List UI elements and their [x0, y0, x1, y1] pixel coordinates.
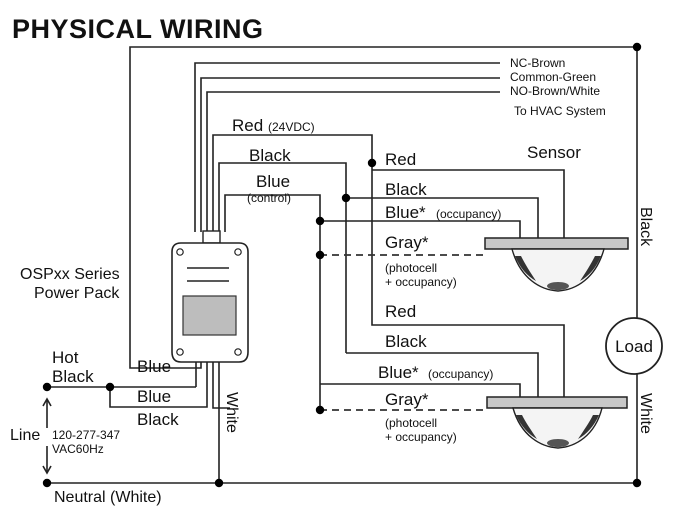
sensor2-gray-label: Gray* — [385, 390, 429, 409]
hvac-no-label: NO-Brown/White — [510, 84, 600, 98]
sensor2-red-label: Red — [385, 302, 416, 321]
pack-black-label: Black — [249, 146, 291, 165]
sensor1-black-label: Black — [385, 180, 427, 199]
sensor2-device — [486, 396, 628, 449]
pack-blue-label: Blue — [256, 172, 290, 191]
sensor1-wires — [320, 169, 565, 256]
supply-blue1-label: Blue — [137, 357, 171, 376]
supply-wires — [42, 46, 638, 484]
load-label: Load — [615, 337, 653, 356]
supply-blue2-label: Blue — [137, 387, 171, 406]
sensor2-black-label: Black — [385, 332, 427, 351]
sensor2-blue-note: (occupancy) — [428, 367, 493, 381]
load-white-label: White — [637, 393, 654, 434]
hvac-to-label: To HVAC System — [514, 104, 606, 118]
pack-output-wires — [212, 134, 373, 232]
supply-hot-label: Hot — [52, 348, 79, 367]
pack-blue-note: (control) — [247, 191, 291, 205]
load-black-label: Black — [637, 207, 654, 247]
power-pack-name-line1: OSPxx Series — [20, 266, 120, 283]
supply-black-label: Black — [137, 410, 179, 429]
supply-neutral-label: Neutral (White) — [54, 489, 162, 506]
hvac-nc-label: NC-Brown — [510, 56, 565, 70]
sensor-label: Sensor — [527, 143, 581, 162]
sensor1-gray-note1: (photocell — [385, 261, 437, 275]
power-pack — [171, 230, 249, 363]
sensor1-blue-label: Blue* — [385, 203, 426, 222]
sensor1-gray-note2: + occupancy) — [385, 275, 457, 289]
sensor2-gray-note1: (photocell — [385, 416, 437, 430]
sensor1-device — [484, 237, 629, 292]
supply-voltage-line1: 120-277-347 — [52, 428, 120, 442]
supply-white-label: White — [223, 392, 240, 433]
supply-hot-black-label: Black — [52, 367, 94, 386]
sensor1-red-label: Red — [385, 150, 416, 169]
supply-voltage-line2: VAC60Hz — [52, 442, 104, 456]
power-pack-name-line2: Power Pack — [34, 285, 120, 302]
sensor1-blue-note: (occupancy) — [436, 207, 501, 221]
sensor2-wires — [320, 318, 565, 411]
sensor2-blue-label: Blue* — [378, 363, 419, 382]
sensor2-gray-note2: + occupancy) — [385, 430, 457, 444]
diagram-title: PHYSICAL WIRING — [12, 14, 264, 44]
load-symbol — [605, 317, 663, 375]
supply-line-label: Line — [10, 427, 40, 444]
sensor1-gray-label: Gray* — [385, 233, 429, 252]
pack-red-note: (24VDC) — [268, 120, 315, 134]
pack-red-label: Red — [232, 116, 263, 135]
hvac-common-label: Common-Green — [510, 70, 596, 84]
hvac-wires — [194, 62, 500, 232]
